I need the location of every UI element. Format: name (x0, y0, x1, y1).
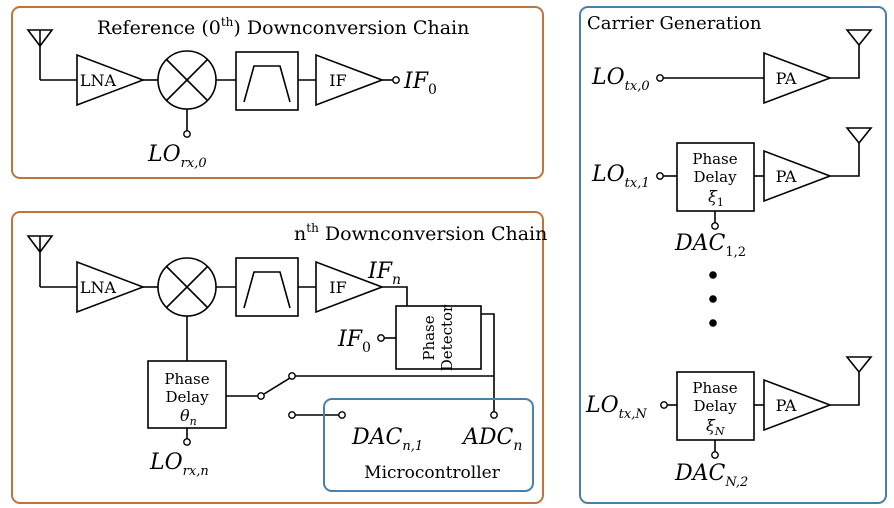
reference-lna-amplifier: LNA (76, 53, 146, 107)
svg-text:Phase: Phase (692, 379, 737, 397)
svg-text:IF: IF (329, 278, 346, 297)
svg-text:LNA: LNA (80, 71, 117, 90)
svg-text:PhaseDetector: PhaseDetector (420, 304, 456, 371)
reference-chain-frame (11, 6, 544, 179)
svg-text:Delay: Delay (693, 397, 737, 415)
svg-text:ξ1: ξ1 (708, 187, 724, 209)
carrier-generation-frame (579, 6, 887, 504)
nth-lo-label: LOrx,n (149, 450, 209, 479)
lo-tx0-label: LOtx,0 (591, 65, 650, 94)
nth-bandpass-filter-icon (235, 257, 299, 317)
nth-ifn-label: IFn (367, 259, 401, 288)
tx-antenna-N-icon (830, 356, 873, 406)
reference-mixer-icon (157, 50, 217, 110)
adc-n-label: ADCn (461, 425, 522, 454)
pa-N-amplifier: PA (763, 378, 833, 432)
nth-chain-title: nth Downconversion Chain (294, 221, 547, 245)
svg-text:PA: PA (776, 396, 797, 415)
lo-tx1-terminal (656, 172, 664, 180)
carrier-generation-title: Carrier Generation (587, 13, 762, 34)
nth-phase-delay-block: Phase Delay θn (147, 360, 227, 429)
reference-if-amplifier: IF (315, 53, 385, 107)
svg-text:θn: θn (180, 406, 197, 428)
adc-terminal (490, 411, 498, 419)
svg-text:PA: PA (776, 69, 797, 88)
nth-if-amplifier: IF (315, 260, 385, 314)
svg-text:PA: PA (776, 167, 797, 186)
dac-N2-terminal (711, 451, 719, 459)
svg-text:ξN: ξN (706, 416, 725, 438)
reference-if-output-terminal (392, 76, 400, 84)
pa-0-amplifier: PA (763, 51, 833, 105)
svg-text:Phase: Phase (692, 150, 737, 168)
microcontroller-label: Microcontroller (364, 463, 501, 483)
phase-detector-block: PhaseDetector (395, 304, 482, 371)
lo-txN-terminal (660, 401, 668, 409)
dac-12-label: DAC1,2 (674, 231, 746, 260)
svg-text:LNA: LNA (80, 278, 117, 297)
microcontroller-frame (323, 398, 534, 492)
reference-if0-label: IF0 (403, 69, 437, 98)
nth-if0-terminal (377, 334, 385, 342)
reference-antenna-icon (26, 29, 77, 81)
svg-text:IF: IF (329, 71, 346, 90)
control-switch-icon (226, 372, 494, 419)
lo-tx0-terminal (656, 74, 664, 82)
nth-antenna-icon (26, 235, 77, 288)
lo-tx1-label: LOtx,1 (591, 162, 650, 191)
dac-n1-label: DACn,1 (351, 425, 423, 454)
nth-lna-amplifier: LNA (76, 260, 146, 314)
dac-N2-label: DACN,2 (674, 461, 748, 490)
tx-antenna-1-icon (830, 127, 873, 177)
lo-txN-label: LOtx,N (585, 393, 647, 422)
svg-text:Delay: Delay (693, 168, 737, 186)
pa-1-amplifier: PA (763, 149, 833, 203)
nth-if0-label: IF0 (337, 327, 371, 356)
svg-text:Phase: Phase (164, 370, 209, 388)
svg-text:Delay: Delay (165, 388, 209, 406)
reference-lo-label: LOrx,0 (147, 142, 207, 171)
tx-antenna-0-icon (830, 29, 873, 79)
reference-bandpass-filter-icon (235, 51, 299, 111)
ellipsis-dots (709, 271, 717, 327)
tx-phase-delay-1-block: Phase Delay ξ1 (676, 142, 755, 212)
nth-lo-terminal (183, 438, 191, 446)
dac-12-terminal (711, 222, 719, 230)
nth-mixer-icon (157, 257, 217, 317)
reference-chain-title: Reference (0th) Downconversion Chain (97, 15, 469, 39)
nth-chain-frame (11, 211, 544, 504)
tx-phase-delay-N-block: Phase Delay ξN (676, 371, 755, 441)
reference-lo-terminal (183, 130, 191, 138)
